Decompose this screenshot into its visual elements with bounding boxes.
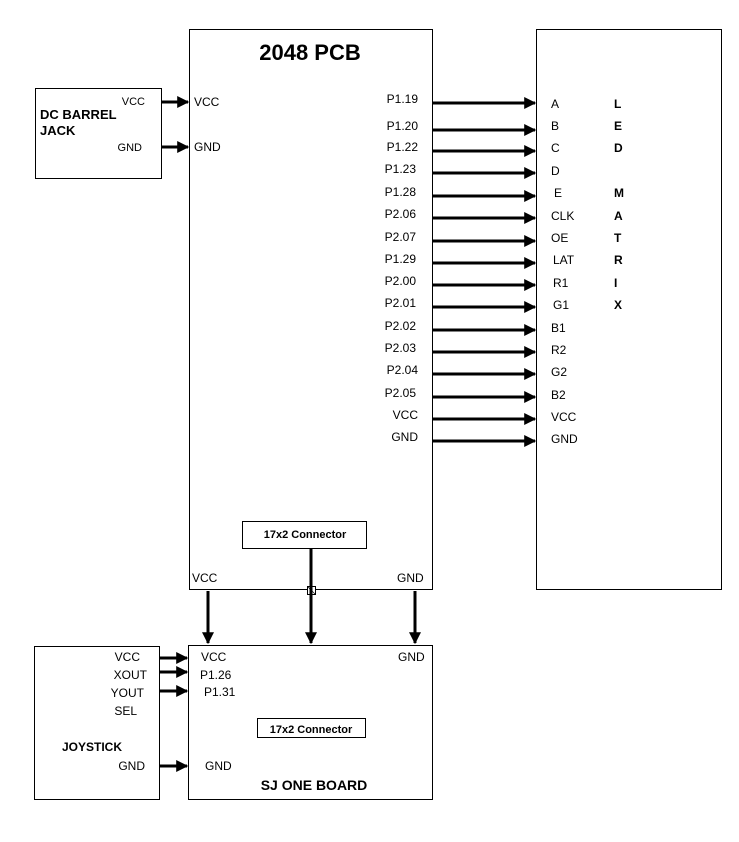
- pcb-to-led-wires: [433, 97, 537, 447]
- sj-one-title: SJ ONE BOARD: [261, 777, 368, 793]
- sj-one-vcc: VCC: [201, 650, 227, 664]
- led-pin-label: C: [551, 141, 560, 155]
- pcb-block: 2048 PCB VCC GND P1.19P1.20P1.22P1.23P1.…: [189, 29, 433, 595]
- pcb-pin-label: P1.28: [385, 185, 417, 199]
- pcb-pin-label: P2.04: [387, 363, 419, 377]
- pcb-pin-label: P2.03: [385, 341, 417, 355]
- joystick-pin-label: SEL: [114, 704, 137, 718]
- joystick-box: [34, 646, 160, 800]
- sj-one-gnd-top: GND: [398, 650, 425, 664]
- pcb-pin-label: GND: [391, 430, 418, 444]
- led-title-letter: X: [614, 298, 622, 312]
- barrel-jack-vcc: VCC: [122, 96, 145, 108]
- led-title-letter: R: [614, 253, 623, 267]
- led-title-letter: M: [614, 186, 624, 200]
- pcb-box: [189, 29, 433, 590]
- led-pin-label: G2: [551, 365, 567, 379]
- pcb-pin-label: P2.01: [385, 296, 417, 310]
- led-title-letter: T: [614, 231, 622, 245]
- led-pin-label: B: [551, 119, 559, 133]
- barrel-jack-block: DC BARREL JACK VCC GND: [35, 88, 162, 179]
- pcb-pin-label: P1.20: [387, 119, 419, 133]
- led-title-letter: E: [614, 119, 622, 133]
- joystick-pin-labels: VCC XOUT YOUT SEL: [111, 650, 148, 718]
- joystick-gnd: GND: [118, 759, 145, 773]
- pcb-pin-label: P1.19: [387, 92, 419, 106]
- pcb-bottom-vcc: VCC: [192, 571, 218, 585]
- led-pin-label: E: [554, 186, 562, 200]
- pcb-title: 2048 PCB: [259, 40, 361, 65]
- led-pin-label: D: [551, 164, 560, 178]
- led-title-letter: D: [614, 141, 623, 155]
- led-pin-label: VCC: [551, 410, 577, 424]
- joystick-pin-label: YOUT: [111, 686, 145, 700]
- pcb-pin-label: P1.29: [385, 252, 417, 266]
- pcb-left-vcc: VCC: [194, 95, 220, 109]
- joystick-pin-label: XOUT: [114, 668, 148, 682]
- joystick-block: VCC XOUT YOUT SEL JOYSTICK GND: [34, 646, 160, 800]
- led-pin-label: B1: [551, 321, 566, 335]
- led-matrix-box: [536, 29, 722, 590]
- pcb-pin-label: P1.23: [385, 162, 417, 176]
- sj-one-connector-label: 17x2 Connector: [270, 724, 353, 736]
- sj-one-connector-box: [257, 718, 366, 738]
- joystick-title: JOYSTICK: [62, 740, 122, 754]
- led-pin-label: OE: [551, 231, 568, 245]
- static-wires: [160, 96, 421, 772]
- pcb-pin-label: P2.06: [385, 207, 417, 221]
- led-title-letter: L: [614, 97, 621, 111]
- sj-one-p131: P1.31: [204, 685, 236, 699]
- pcb-connector-box: [242, 521, 367, 549]
- led-title-letter: I: [614, 276, 617, 290]
- led-title-letter: A: [614, 209, 623, 223]
- barrel-jack-gnd: GND: [118, 142, 143, 154]
- barrel-jack-box: [35, 88, 162, 179]
- led-pin-label: A: [551, 97, 559, 111]
- joystick-pin-label: VCC: [115, 650, 141, 664]
- sj-one-block: VCC P1.26 P1.31 GND GND 17x2 Connector S…: [188, 645, 433, 800]
- pcb-connector-label: 17x2 Connector: [264, 529, 347, 541]
- pcb-pin-label: P2.07: [385, 230, 417, 244]
- led-pin-label: B2: [551, 388, 566, 402]
- barrel-jack-title-line2: JACK: [40, 123, 76, 138]
- pcb-pin-label: P1.22: [387, 140, 419, 154]
- led-pin-label: R1: [553, 276, 569, 290]
- pcb-pin-labels: P1.19P1.20P1.22P1.23P1.28P2.06P2.07P1.29…: [385, 92, 419, 444]
- pcb-pin-label: P2.05: [385, 386, 417, 400]
- led-pin-label: LAT: [553, 253, 575, 267]
- led-pin-label: CLK: [551, 209, 574, 223]
- pcb-pin-label: VCC: [393, 408, 419, 422]
- led-pin-label: GND: [551, 432, 578, 446]
- led-pin-label: G1: [553, 298, 569, 312]
- pcb-pin-label: P2.00: [385, 274, 417, 288]
- pcb-bottom-gnd: GND: [397, 571, 424, 585]
- barrel-jack-title-line1: DC BARREL: [40, 107, 117, 122]
- sj-one-gnd-left: GND: [205, 759, 232, 773]
- pcb-left-gnd: GND: [194, 140, 221, 154]
- sj-one-p126: P1.26: [200, 668, 232, 682]
- pcb-pin-label: P2.02: [385, 319, 417, 333]
- led-pin-label: R2: [551, 343, 567, 357]
